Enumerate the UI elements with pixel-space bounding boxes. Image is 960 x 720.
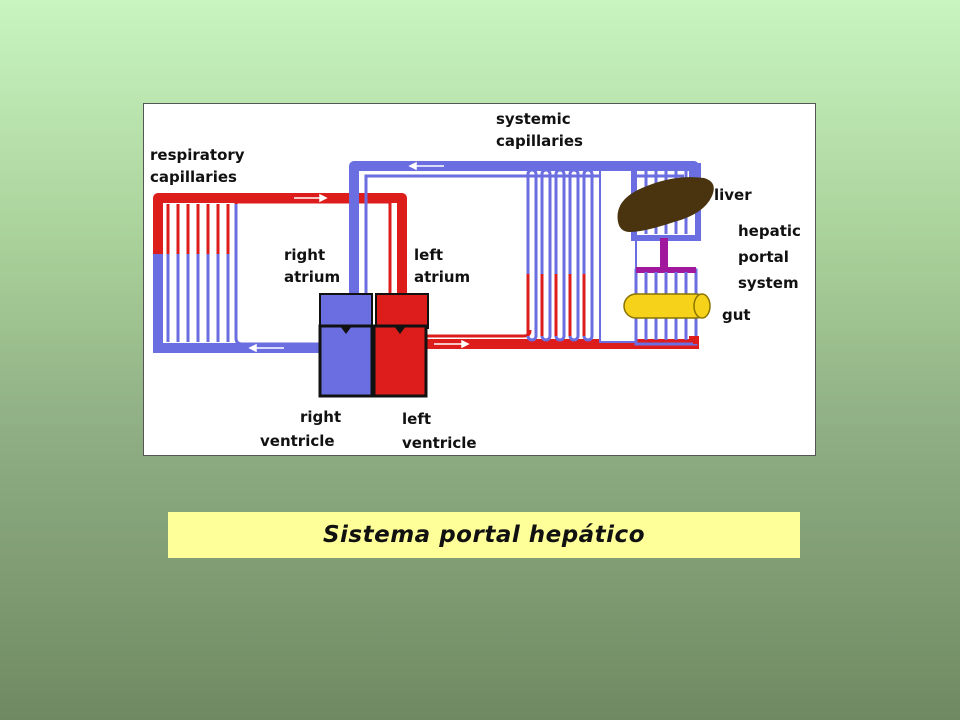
- label-left-atrium-1: left: [414, 246, 443, 264]
- liver-organ: [617, 177, 714, 232]
- label-systemic: systemic: [496, 110, 571, 128]
- hepatic-portal-vessel: [660, 238, 668, 272]
- label-respiratory-capillaries: capillaries: [150, 168, 237, 186]
- label-portal: portal: [738, 248, 789, 266]
- label-gut: gut: [722, 306, 751, 324]
- caption-title: Sistema portal hepático: [322, 522, 645, 548]
- label-right-ventricle-2: ventricle: [260, 432, 335, 450]
- heart: [318, 293, 429, 398]
- respiratory-capillaries: [166, 204, 230, 342]
- label-left-ventricle-2: ventricle: [402, 434, 477, 452]
- left-ventricle: [372, 324, 428, 398]
- caption-box: Sistema portal hepático: [168, 512, 800, 558]
- label-left-ventricle-1: left: [402, 410, 431, 428]
- label-right-atrium-1: right: [284, 246, 325, 264]
- label-left-atrium-2: atrium: [414, 268, 470, 286]
- right-ventricle: [318, 324, 374, 398]
- gut-organ: [623, 293, 711, 319]
- label-systemic-capillaries: capillaries: [496, 132, 583, 150]
- label-hepatic: hepatic: [738, 222, 801, 240]
- right-atrium: [319, 293, 373, 329]
- label-respiratory: respiratory: [150, 146, 245, 164]
- left-atrium: [375, 293, 429, 329]
- label-system: system: [738, 274, 799, 292]
- pulmonary-vein-tube: [153, 193, 407, 294]
- flow-arrows: [248, 161, 470, 353]
- label-liver: liver: [714, 186, 752, 204]
- systemic-capillaries: [526, 168, 594, 342]
- label-right-ventricle-1: right: [300, 408, 341, 426]
- label-right-atrium-2: atrium: [284, 268, 340, 286]
- circulation-svg: respiratory capillaries systemic capilla…: [150, 110, 801, 452]
- circulation-diagram: respiratory capillaries systemic capilla…: [143, 103, 816, 456]
